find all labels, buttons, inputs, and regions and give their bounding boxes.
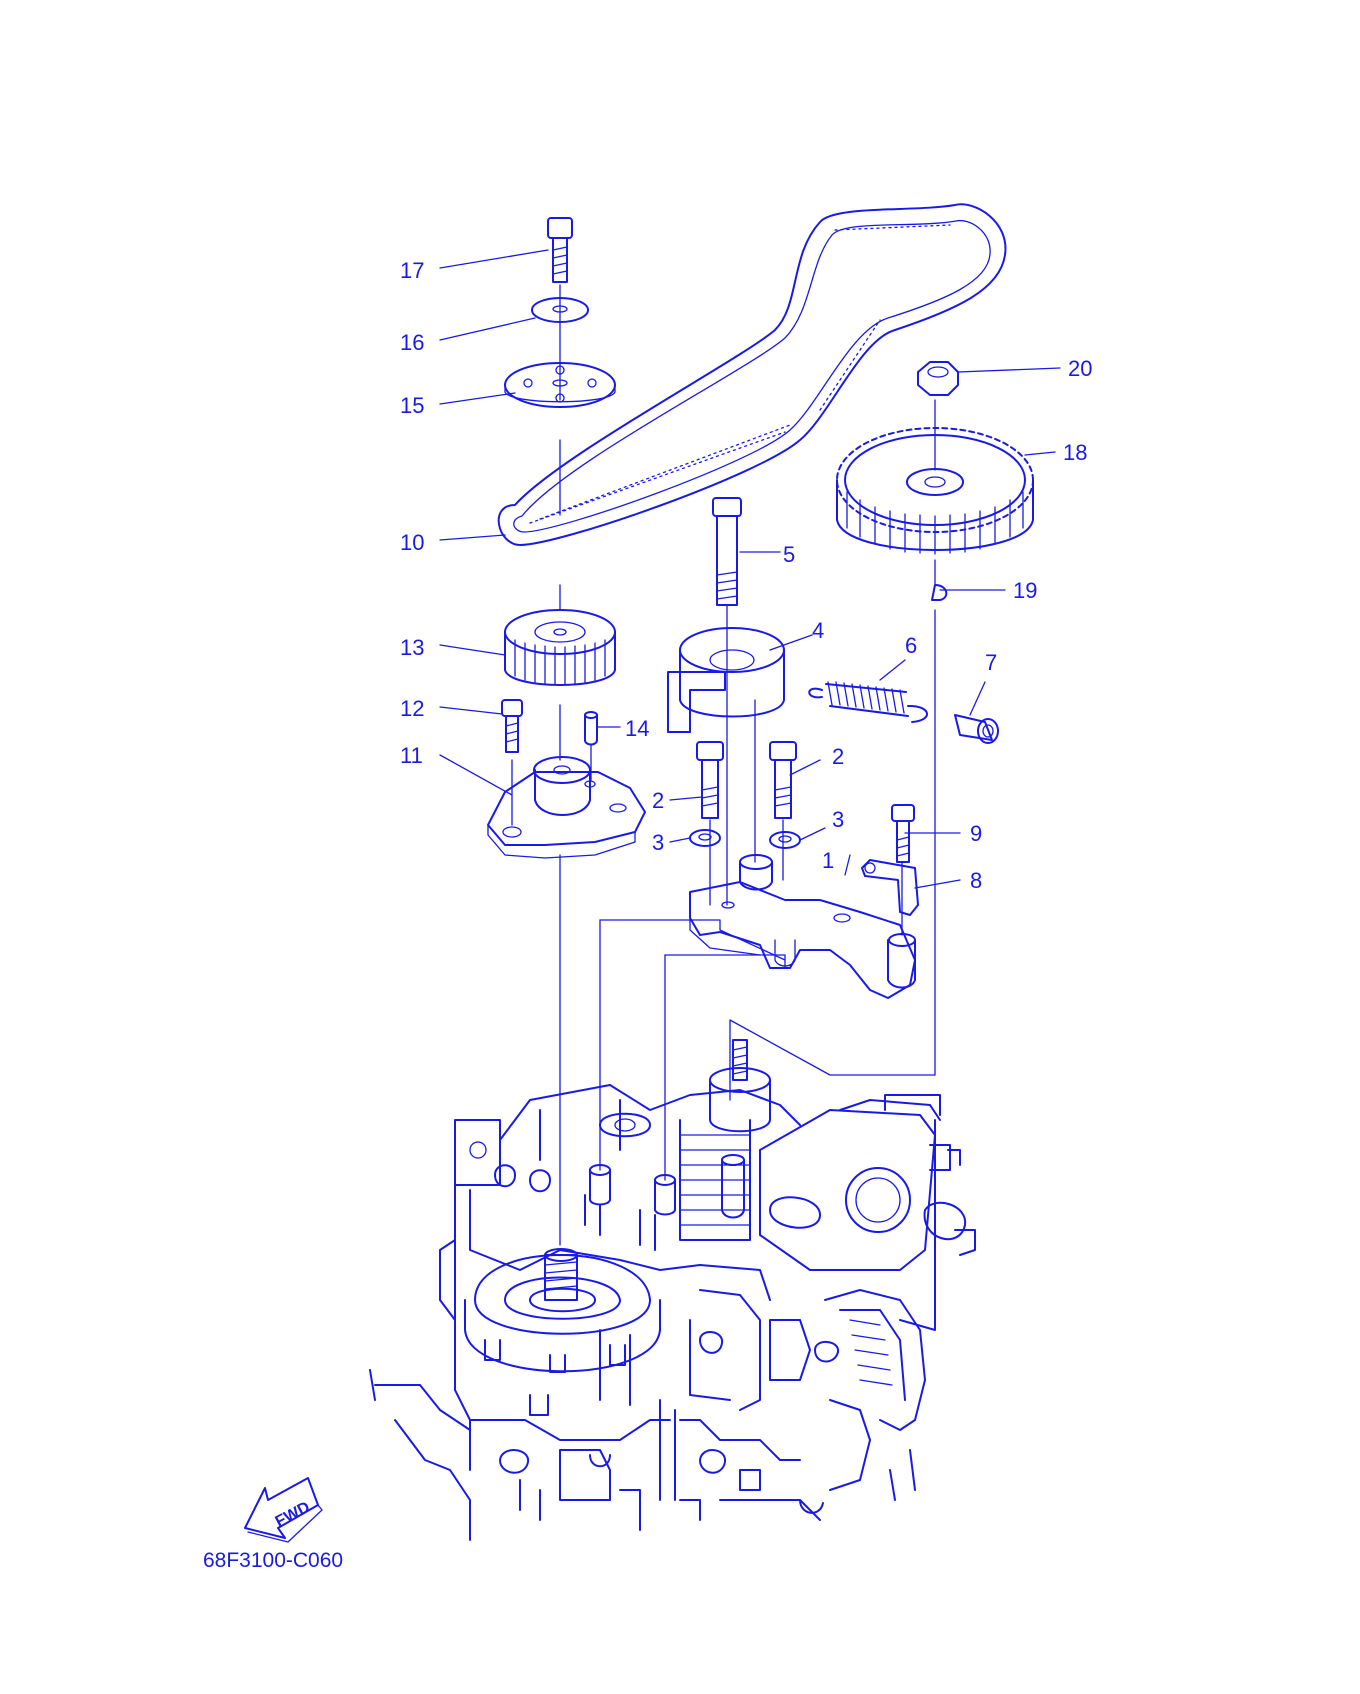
label-1: 1 — [822, 848, 834, 873]
tensioner-pulley-4 — [667, 627, 785, 733]
crank-pulley-13 — [504, 609, 616, 686]
label-14: 14 — [625, 716, 649, 741]
assembly-guide-lines — [511, 284, 936, 1246]
leader-lines — [439, 249, 1061, 889]
plate-8 — [861, 859, 919, 916]
label-16: 16 — [400, 330, 424, 355]
bolt-2-left — [696, 741, 724, 819]
bolt-2-right — [769, 741, 797, 819]
label-20: 20 — [1068, 356, 1092, 381]
dowel-14 — [584, 711, 598, 746]
label-3-right: 3 — [832, 807, 844, 832]
bolt-9 — [891, 804, 915, 863]
key-19 — [931, 584, 948, 601]
label-6: 6 — [905, 633, 917, 658]
label-12: 12 — [400, 696, 424, 721]
part-number-labels: 17 16 15 10 13 12 11 11 14 5 4 6 7 2 2 3… — [400, 258, 1092, 893]
label-19: 19 — [1013, 578, 1037, 603]
label-4: 4 — [812, 618, 824, 643]
label-18: 18 — [1063, 440, 1087, 465]
label-7: 7 — [985, 650, 997, 675]
label-11-visible: 11 — [400, 743, 423, 768]
bolt-17 — [547, 217, 573, 283]
crank-housing-11 — [487, 756, 646, 859]
label-17: 17 — [400, 258, 424, 283]
nut-20 — [917, 361, 959, 396]
label-9: 9 — [970, 821, 982, 846]
fwd-arrow: FWD — [244, 1477, 323, 1543]
drawing-code: 68F3100-C060 — [203, 1549, 343, 1572]
timing-belt — [497, 203, 1007, 546]
bolt-5 — [712, 497, 742, 606]
spring-6 — [808, 681, 928, 723]
tensioner-bracket-1 — [689, 854, 916, 999]
label-13: 13 — [400, 635, 424, 660]
label-2-right: 2 — [832, 744, 844, 769]
bolt-12 — [501, 699, 523, 753]
label-2-left: 2 — [652, 788, 664, 813]
washer-3-right — [769, 831, 801, 849]
collar-7 — [954, 714, 999, 744]
washer-3-left — [689, 829, 721, 847]
label-15: 15 — [400, 393, 424, 418]
label-10: 10 — [400, 530, 424, 555]
fwd-label: FWD — [273, 1499, 313, 1531]
label-5: 5 — [783, 542, 795, 567]
label-3-left: 3 — [652, 830, 664, 855]
label-8: 8 — [970, 868, 982, 893]
engine-block — [369, 1039, 976, 1541]
